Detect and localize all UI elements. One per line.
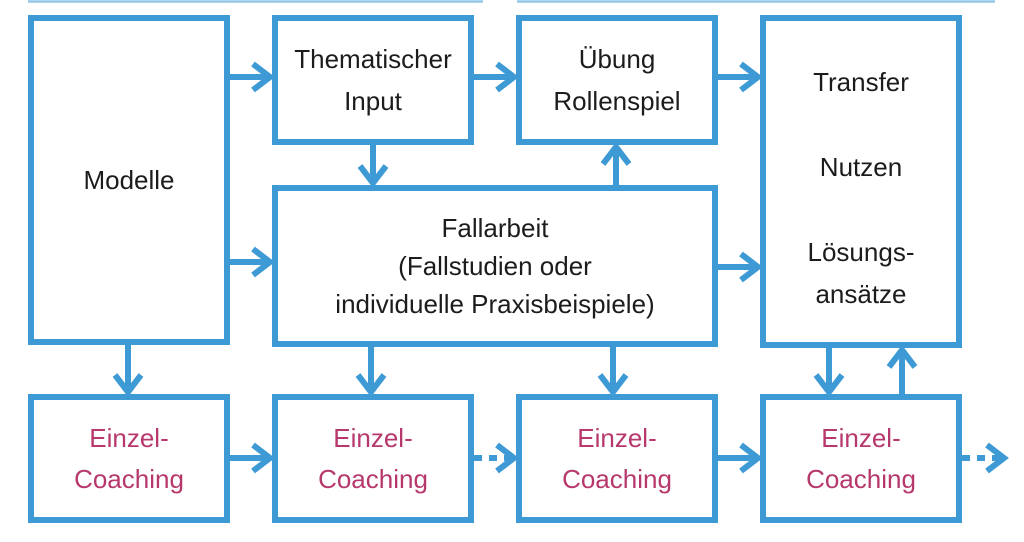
node-transfer-item3-line1: Lösungs- (807, 237, 915, 267)
node-modelle-label: Modelle (83, 164, 175, 195)
edge-thematischer-input-to-uebung-arrowhead (495, 61, 519, 93)
node-uebung-line2: Rollenspiel (553, 86, 681, 116)
edge-fallarbeit-to-coaching3-arrowhead (597, 373, 629, 397)
edge-modelle-to-coaching1-arrowhead (112, 373, 144, 397)
node-einzel-coaching-1: Einzel- Coaching (28, 394, 230, 523)
node-einzel-coaching-1-line2: Coaching (74, 463, 184, 494)
node-thematischer-input-line2: Input (344, 86, 402, 116)
node-transfer-item3: Lösungs- ansätze (808, 231, 915, 315)
node-fallarbeit-line1: Fallarbeit (441, 213, 549, 243)
edge-coaching2-to-coaching3-arrowhead (495, 442, 519, 474)
edge-coaching1-to-coaching2-arrowhead (251, 442, 275, 474)
node-einzel-coaching-2-line2: Coaching (318, 463, 428, 494)
edge-fallarbeit-to-coaching2-arrowhead (355, 373, 387, 397)
edge-fallarbeit-to-uebung-arrowhead (600, 142, 632, 166)
edge-modelle-to-thematischer-input-arrowhead (251, 61, 275, 93)
node-einzel-coaching-3: Einzel- Coaching (516, 394, 718, 523)
node-fallarbeit-line3: individuelle Praxisbeispiele) (335, 289, 655, 319)
node-einzel-coaching-2: Einzel- Coaching (272, 394, 474, 523)
edge-fallarbeit-to-transfer-arrowhead (739, 251, 763, 283)
node-einzel-coaching-1-line1: Einzel- (89, 422, 169, 453)
node-einzel-coaching-3-line2: Coaching (562, 463, 672, 494)
edge-coaching4-to-continuation-arrowhead (985, 442, 1009, 474)
node-transfer-item2: Nutzen (819, 152, 903, 182)
node-fallarbeit: Fallarbeit (Fallstudien oder individuell… (272, 185, 718, 347)
node-einzel-coaching-4: Einzel- Coaching (760, 394, 962, 523)
node-thematischer-input-line1: Thematischer (294, 44, 452, 74)
node-transfer-item3-line2: ansätze (815, 279, 907, 309)
node-transfer: Transfer Nutzen Lösungs- ansätze (760, 15, 962, 348)
node-fallarbeit-line2: (Fallstudien oder (398, 251, 592, 281)
node-modelle: Modelle (28, 15, 230, 345)
node-einzel-coaching-4-line2: Coaching (806, 463, 916, 494)
edge-coaching4-to-transfer-arrowhead (886, 345, 918, 369)
node-einzel-coaching-3-line1: Einzel- (577, 422, 657, 453)
node-einzel-coaching-4-line1: Einzel- (821, 422, 901, 453)
node-uebung-line1: Übung (578, 44, 656, 74)
edge-coaching3-to-coaching4-arrowhead (739, 442, 763, 474)
edge-modelle-to-fallarbeit-arrowhead (251, 246, 275, 278)
edge-uebung-to-transfer-arrowhead (739, 61, 763, 93)
node-transfer-item1: Transfer (813, 67, 909, 97)
edge-transfer-to-coaching4-arrowhead (813, 373, 845, 397)
node-uebung-rollenspiel: Übung Rollenspiel (516, 15, 718, 145)
node-thematischer-input: Thematischer Input (272, 15, 474, 145)
edge-thematischer-input-to-fallarbeit-arrowhead (357, 164, 389, 188)
node-einzel-coaching-2-line1: Einzel- (333, 422, 413, 453)
